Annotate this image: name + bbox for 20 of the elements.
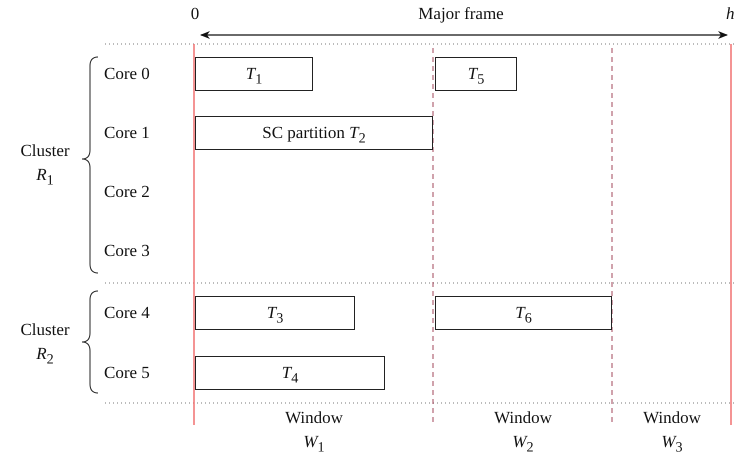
- task-box: T$_{4}$: [195, 356, 385, 390]
- cluster-label: Cluster R$_{1}$: [19, 140, 71, 190]
- row-label: Core 1: [104, 123, 150, 143]
- window-label: Window W$_{3}$: [642, 407, 702, 458]
- task-box: T$_{5}$: [435, 57, 517, 91]
- time-label: 0: [190, 4, 200, 24]
- task-box: T$_{1}$: [195, 57, 313, 91]
- time-label: h: [726, 4, 734, 24]
- cluster-label: Cluster R$_{2}$: [19, 319, 71, 370]
- window-label: Window W$_{2}$: [493, 407, 553, 458]
- row-label: Core 3: [104, 241, 150, 261]
- window-label: Window W$_{1}$: [284, 407, 344, 458]
- row-label: Core 2: [104, 182, 150, 202]
- row-label: Core 5: [104, 363, 150, 383]
- task-box: SC partition T$_{2}$: [195, 116, 433, 150]
- row-label: Core 0: [104, 64, 150, 84]
- task-box: T$_{6}$: [435, 296, 612, 330]
- row-label: Core 4: [104, 303, 150, 323]
- task-box: T$_{3}$: [195, 296, 355, 330]
- axis-title: Major frame: [418, 4, 504, 24]
